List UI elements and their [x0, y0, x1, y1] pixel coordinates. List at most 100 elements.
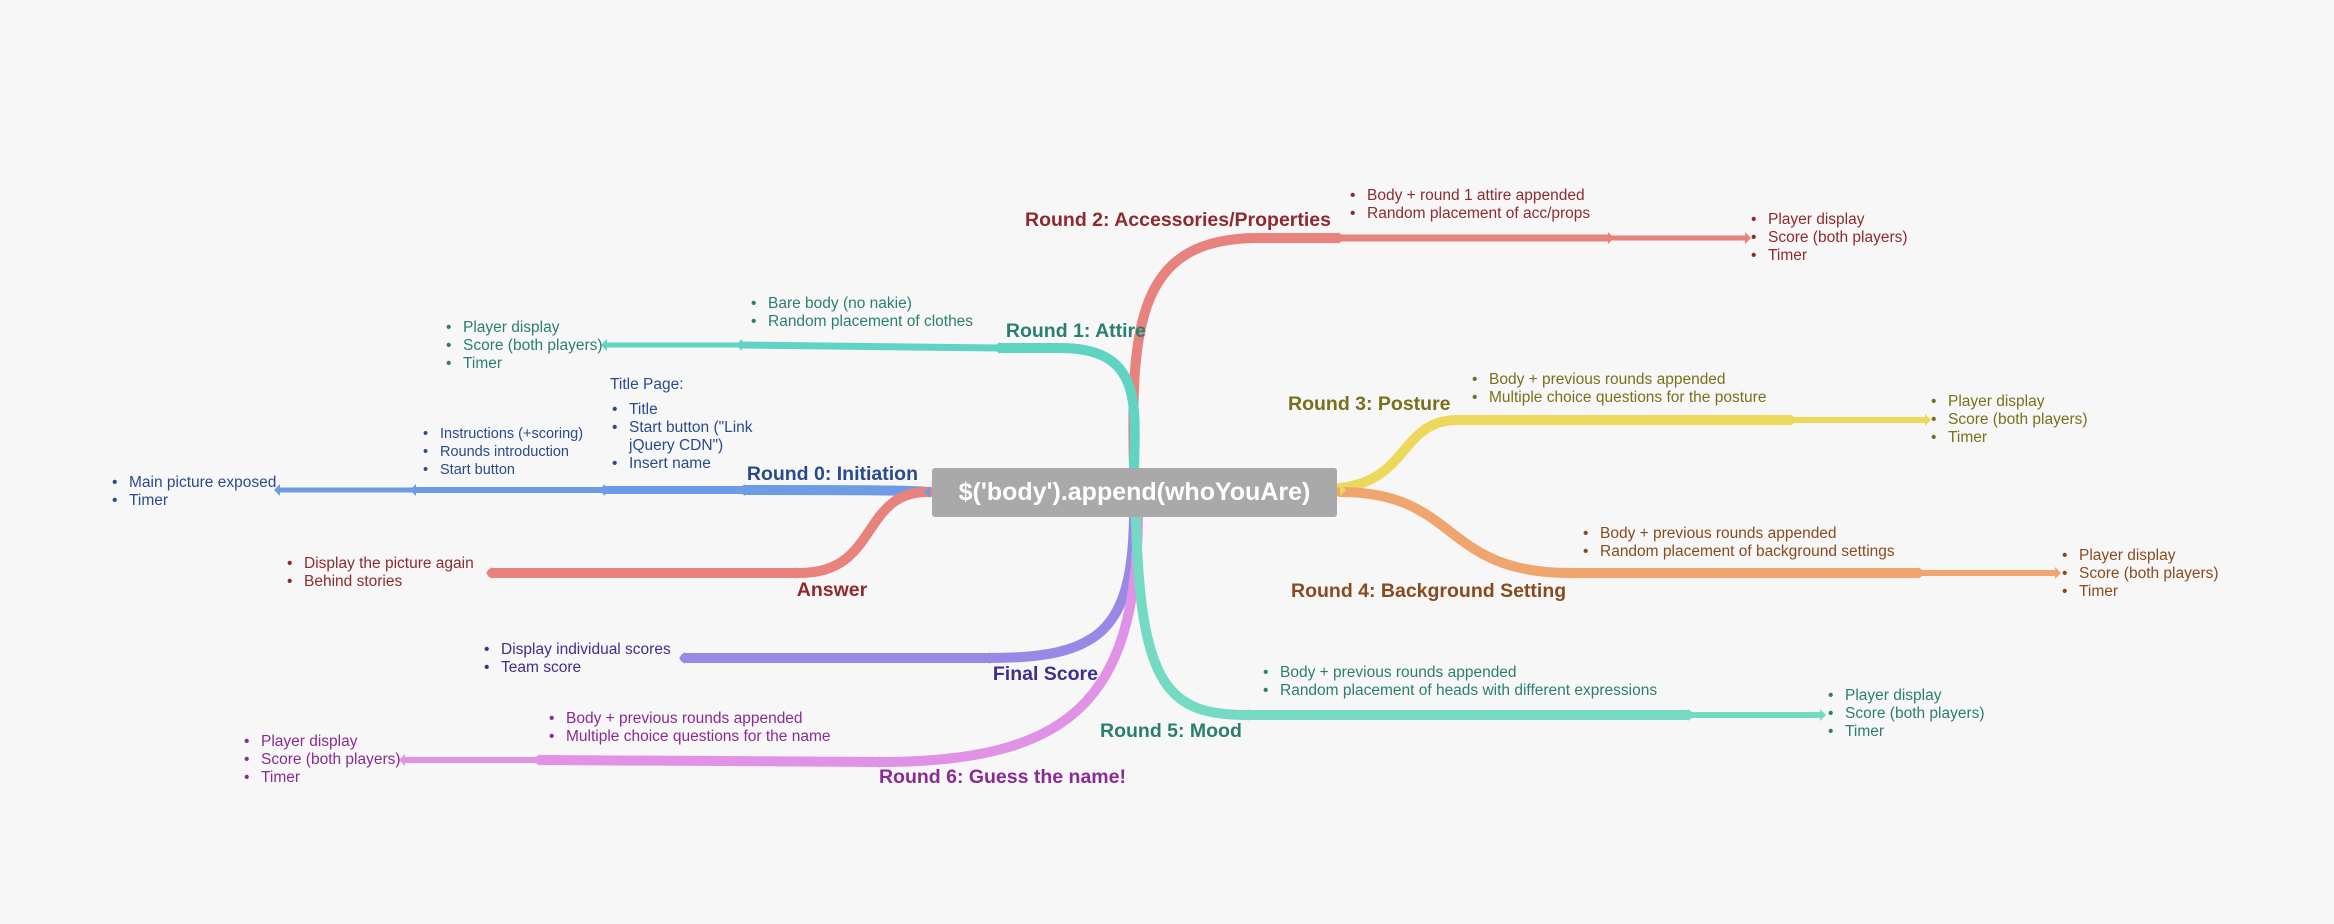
junction-marker	[984, 652, 990, 664]
note-item: Display individual scores	[482, 641, 671, 659]
junction-marker	[874, 756, 880, 768]
note-item: Score (both players)	[1826, 705, 1985, 723]
branch-round4-title[interactable]: Round 4: Background Setting	[1291, 580, 1567, 602]
note-item: Body + previous rounds appended	[1470, 371, 1766, 389]
branch-answer-title[interactable]: Answer	[796, 579, 868, 601]
junction-marker	[1688, 709, 1694, 721]
junction-marker	[1820, 709, 1826, 721]
junction-marker	[599, 484, 605, 496]
answer-notes-1: Display the picture again Behind stories	[285, 555, 474, 591]
note-item: Timer	[110, 492, 276, 510]
round1-notes-2: Player display Score (both players) Time…	[444, 319, 603, 373]
junction-marker	[679, 652, 685, 664]
note-item: Rounds introduction	[421, 443, 583, 461]
note-item: Body + previous rounds appended	[1581, 525, 1895, 543]
connector-round5	[1131, 513, 1693, 720]
connector-round3	[1335, 415, 1795, 493]
round0-notes-1: Title Start button ("Link jQuery CDN") I…	[610, 401, 780, 473]
branch-round6-title[interactable]: Round 6: Guess the name!	[878, 766, 1126, 788]
junction-marker	[1790, 414, 1796, 426]
junction-marker	[1570, 567, 1576, 579]
note-item: Body + previous rounds appended	[547, 710, 831, 728]
note-item: Player display	[242, 733, 401, 751]
branch-round2-title[interactable]: Round 2: Accessories/Properties	[1025, 209, 1331, 231]
round3-notes-2: Player display Score (both players) Time…	[1929, 393, 2088, 447]
junction-marker	[739, 484, 745, 496]
junction-marker	[924, 486, 930, 498]
note-item: Random placement of clothes	[749, 313, 973, 331]
connector-round1-sub1	[738, 341, 1004, 352]
junction-marker	[1925, 414, 1931, 426]
junction-marker	[791, 567, 797, 579]
note-item: Score (both players)	[1929, 411, 2088, 429]
junction-marker	[486, 567, 492, 579]
note-item: Timer	[242, 769, 401, 787]
junction-marker	[1745, 232, 1751, 244]
branch-round1-title[interactable]: Round 1: Attire	[1005, 320, 1146, 342]
junction-marker	[410, 484, 416, 496]
note-item: Random placement of background settings	[1581, 543, 1895, 561]
final-notes-1: Display individual scores Team score	[482, 641, 671, 677]
junction-marker	[1340, 484, 1346, 496]
note-item: Player display	[1749, 211, 1908, 229]
junction-marker	[1458, 414, 1464, 426]
note-item: Multiple choice questions for the name	[547, 728, 831, 746]
connector-round4	[1335, 487, 1923, 578]
connector-round2	[1128, 233, 1343, 473]
junction-marker	[1338, 232, 1344, 244]
junction-marker	[274, 484, 280, 496]
note-item: Player display	[2060, 547, 2219, 565]
note-item: Title	[610, 401, 780, 419]
note-item: Player display	[1929, 393, 2088, 411]
connector-final	[680, 513, 1139, 663]
note-item: Timer	[2060, 583, 2219, 601]
junction-marker	[2055, 567, 2061, 579]
junction-marker	[399, 754, 405, 766]
note-item: Score (both players)	[242, 751, 401, 769]
round0-notes-3: Main picture exposed Timer	[110, 474, 276, 510]
note-item: Start button	[421, 461, 583, 479]
note-item: Score (both players)	[1749, 229, 1908, 247]
junction-marker	[1918, 567, 1924, 579]
note-item: Player display	[444, 319, 603, 337]
junction-marker	[534, 754, 540, 766]
note-item: Instructions (+scoring)	[421, 425, 583, 443]
round0-notes-2: Instructions (+scoring) Rounds introduct…	[421, 425, 583, 479]
branch-final-title[interactable]: Final Score	[992, 663, 1098, 685]
branch-round3-title[interactable]: Round 3: Posture	[1288, 393, 1451, 415]
branch-round5-title[interactable]: Round 5: Mood	[1100, 720, 1242, 742]
round6-notes-2: Player display Score (both players) Time…	[242, 733, 401, 787]
note-item: Timer	[1826, 723, 1985, 741]
round6-notes-1: Body + previous rounds appended Multiple…	[547, 710, 831, 746]
junction-marker	[601, 339, 607, 351]
note-item: Behind stories	[285, 573, 474, 591]
note-item: Score (both players)	[444, 337, 603, 355]
junction-marker	[1248, 709, 1254, 721]
round1-notes-1: Bare body (no nakie) Random placement of…	[749, 295, 973, 331]
round2-notes-1: Body + round 1 attire appended Random pl…	[1348, 187, 1590, 223]
note-item: Body + round 1 attire appended	[1348, 187, 1590, 205]
note-item: Main picture exposed	[110, 474, 276, 492]
junction-marker	[1608, 232, 1614, 244]
connector-answer	[487, 486, 935, 578]
junction-marker	[736, 339, 742, 351]
connector-round1	[995, 343, 1140, 473]
round2-notes-2: Player display Score (both players) Time…	[1749, 211, 1908, 265]
note-item: Start button ("Link jQuery CDN")	[610, 419, 780, 455]
note-item: Team score	[482, 659, 671, 677]
title-page-caption: Title Page:	[610, 376, 684, 393]
note-item: Bare body (no nakie)	[749, 295, 973, 313]
note-item: Timer	[1929, 429, 2088, 447]
connector-round6	[535, 513, 1143, 768]
note-item: Random placement of heads with different…	[1261, 682, 1657, 700]
central-topic[interactable]: $('body').append(whoYouAre)	[932, 468, 1337, 517]
round4-notes-1: Body + previous rounds appended Random p…	[1581, 525, 1895, 561]
branch-round0-title[interactable]: Round 0: Initiation	[746, 463, 918, 485]
note-item: Timer	[444, 355, 603, 373]
round5-notes-2: Player display Score (both players) Time…	[1826, 687, 1985, 741]
round4-notes-2: Player display Score (both players) Time…	[2060, 547, 2219, 601]
note-item: Random placement of acc/props	[1348, 205, 1590, 223]
note-item: Body + previous rounds appended	[1261, 664, 1657, 682]
round5-notes-1: Body + previous rounds appended Random p…	[1261, 664, 1657, 700]
